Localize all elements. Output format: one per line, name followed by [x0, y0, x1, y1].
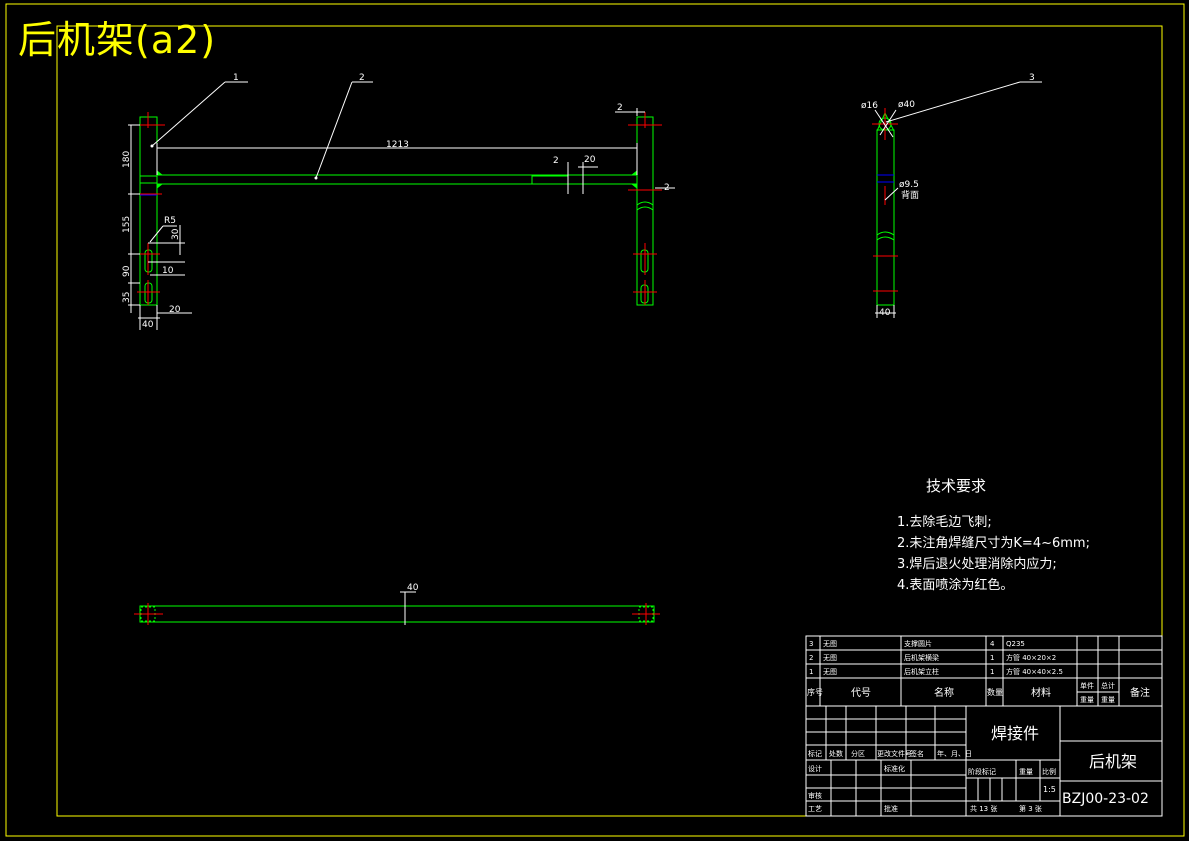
front-view	[128, 81, 675, 330]
dim-left-180: 180	[122, 151, 132, 168]
dim-radius: R5	[164, 216, 176, 226]
tech-requirements: 技术要求 1.去除毛边飞刺; 2.未注角焊缝尺寸为K=4~6mm; 3.焊后退火…	[897, 477, 1090, 593]
bom-header-weight-2: 重量	[1101, 696, 1115, 704]
dim-slot-small: 2	[553, 156, 559, 166]
bom-row-1-name: 后机架立柱	[904, 667, 939, 676]
bom-row-1-qty: 1	[990, 668, 994, 676]
tech-item-3: 3.焊后退火处理消除内应力;	[897, 556, 1057, 572]
bom-row-3-material: Q235	[1006, 640, 1025, 648]
left-upright	[139, 116, 158, 306]
tech-item-2: 2.未注角焊缝尺寸为K=4~6mm;	[897, 535, 1090, 551]
bom-header-qty: 数量	[987, 687, 1003, 697]
label-mark: 标记	[808, 749, 822, 758]
bom-row-2-material: 方管 40×20×2	[1006, 653, 1056, 662]
title-block	[805, 705, 1163, 817]
bom-header-code: 代号	[851, 687, 871, 699]
sheet-title: 后机架(a2)	[18, 18, 217, 62]
dim-hole-note: 背面	[901, 189, 919, 201]
label-date: 年、月、日	[937, 749, 972, 758]
label-review: 审核	[808, 791, 822, 800]
title-part-name: 后机架	[1089, 752, 1137, 771]
title-scale: 1:5	[1043, 785, 1056, 794]
label-standardize: 标准化	[884, 764, 905, 773]
label-sheets-total: 共 13 张	[970, 804, 997, 813]
inner-frame	[56, 25, 1163, 817]
right-upright	[636, 116, 654, 306]
label-approve: 批准	[884, 804, 898, 813]
dim-overall-length: 1213	[386, 140, 409, 150]
side-upright	[876, 129, 895, 306]
dim-left-35: 35	[122, 292, 132, 303]
bom-row-3-no: 3	[809, 640, 813, 648]
label-stage: 阶段标记	[968, 767, 996, 776]
dim-bottom-40: 40	[142, 320, 154, 330]
bom-row-3-name: 支撑圆片	[904, 639, 932, 648]
bom-row-2-qty: 1	[990, 654, 994, 662]
dim-bottom-20: 20	[169, 305, 181, 315]
dim-top-width: 40	[407, 583, 419, 593]
dim-hole-30: 30	[171, 228, 181, 240]
beam-slot	[531, 175, 569, 185]
label-zone: 分区	[851, 749, 865, 758]
dim-dia40: ø40	[898, 100, 915, 110]
dim-side-width: 40	[879, 308, 891, 318]
bom-row-1-material: 方管 40×40×2.5	[1006, 667, 1063, 676]
bom-row-1-no: 1	[809, 668, 813, 676]
title-part-type: 焊接件	[991, 724, 1039, 743]
label-process: 工艺	[808, 805, 822, 813]
bom-header-no: 序号	[807, 687, 823, 697]
bom-header-material: 材料	[1031, 686, 1051, 699]
dim-slot-height: 20	[584, 155, 596, 165]
tech-heading: 技术要求	[926, 477, 986, 495]
tech-item-1: 1.去除毛边飞刺;	[897, 515, 992, 530]
balloon-3: 3	[1029, 73, 1035, 83]
dim-right-offset: 2	[664, 183, 670, 193]
label-signature: 签名	[910, 749, 924, 758]
bom-header-name: 名称	[934, 686, 954, 699]
title-drawing-no: BZJ00-23-02	[1062, 791, 1149, 807]
dim-left-155: 155	[122, 216, 132, 233]
tech-item-4: 4.表面喷涂为红色。	[897, 577, 1013, 593]
bom-row-3-qty: 4	[990, 640, 995, 648]
dim-dia16: ø16	[861, 101, 878, 111]
label-count: 处数	[829, 749, 843, 758]
dim-left-90: 90	[122, 265, 132, 277]
bom-row-2-code: 无图	[823, 654, 837, 662]
dim-top-offset: 2	[617, 103, 623, 113]
side-view	[872, 81, 1042, 318]
dim-hole-10: 10	[162, 266, 174, 276]
label-weight: 重量	[1019, 768, 1033, 776]
bom-header-remarks: 备注	[1130, 686, 1150, 699]
outer-frame	[5, 3, 1185, 837]
bom-header-weight-1: 重量	[1080, 696, 1094, 704]
bom-row-3-code: 无图	[823, 640, 837, 648]
balloon-2: 2	[359, 73, 365, 83]
bom-row-2-no: 2	[809, 654, 813, 662]
bom-header-total-weight: 总计	[1101, 681, 1115, 690]
label-scale: 比例	[1042, 767, 1056, 776]
label-design: 设计	[808, 764, 822, 773]
balloon-1: 1	[233, 73, 239, 83]
top-view	[134, 591, 660, 625]
label-sheet-no: 第 3 张	[1019, 804, 1042, 813]
bom-header-unit-weight: 单件	[1080, 681, 1094, 690]
label-change-doc: 更改文件号	[877, 749, 912, 758]
bom-row-1-code: 无图	[823, 668, 837, 676]
dim-hole-dia: ø9.5	[899, 180, 919, 190]
bom-table	[805, 635, 1163, 707]
top-beam	[139, 605, 655, 623]
bom-row-2-name: 后机架横梁	[904, 653, 939, 662]
